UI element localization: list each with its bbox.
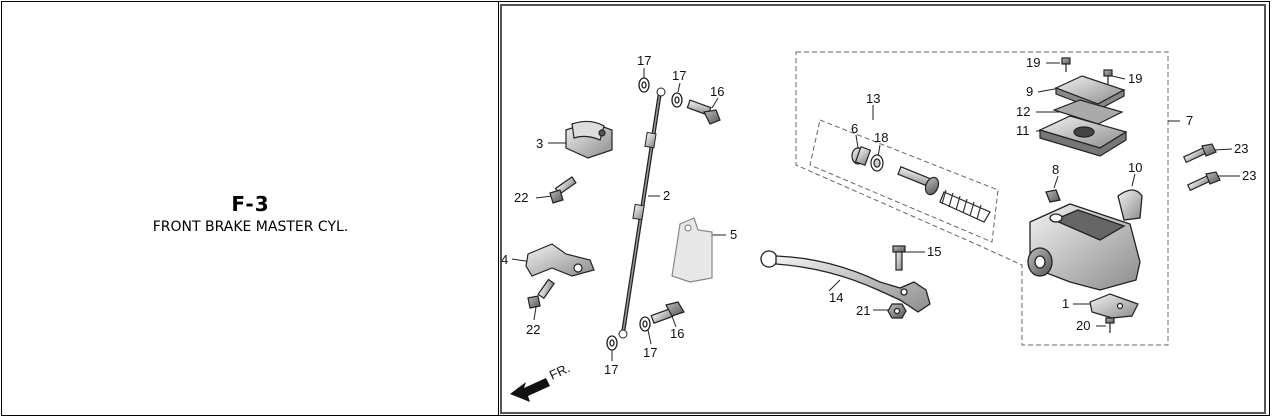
master-cylinder-body [1027, 189, 1143, 291]
callout-22-lower: 22 [526, 322, 540, 337]
callout-23-upper: 23 [1234, 141, 1248, 156]
callout-6: 6 [851, 121, 858, 136]
nut-21 [887, 303, 907, 319]
callout-10: 10 [1128, 160, 1142, 175]
callout-23-lower: 23 [1242, 168, 1256, 183]
bolt-22-lower [527, 278, 556, 309]
pivot-bolt-15 [892, 245, 906, 271]
callout-5: 5 [730, 227, 737, 242]
reservoir-cap [1038, 57, 1128, 157]
brake-lever-14 [760, 250, 931, 313]
diagram-frame [500, 4, 1266, 414]
callout-7: 7 [1186, 113, 1193, 128]
caption-panel: F-3 FRONT BRAKE MASTER CYL. [2, 2, 499, 415]
callout-17-top: 17 [637, 53, 651, 68]
callout-13: 13 [866, 91, 880, 106]
figure-title: FRONT BRAKE MASTER CYL. [152, 219, 349, 235]
callout-17-lower: 17 [643, 345, 657, 360]
callout-4: 4 [501, 252, 508, 267]
piston-set [851, 146, 991, 223]
callouts: 3 22 4 22 17 17 16 2 5 16 17 17 14 21 15… [501, 53, 1256, 377]
front-direction-arrow: FR. [510, 360, 572, 402]
callout-3: 3 [536, 136, 543, 151]
callout-1: 1 [1062, 296, 1069, 311]
assembly-7-outline [795, 51, 1169, 346]
brake-hose [618, 87, 666, 339]
washer-17 [606, 77, 683, 351]
figure-code: F-3 [231, 192, 270, 216]
callout-16-lower: 16 [670, 326, 684, 341]
callout-2: 2 [663, 188, 670, 203]
callout-17-bottom: 17 [604, 362, 618, 377]
callout-19-left: 19 [1026, 55, 1040, 70]
brake-switch-1 [1089, 293, 1139, 333]
callout-22-upper: 22 [514, 190, 528, 205]
callout-18: 18 [874, 130, 888, 145]
callout-17-upper: 17 [672, 68, 686, 83]
callout-21: 21 [856, 303, 870, 318]
panel-divider [498, 2, 499, 416]
bolt-22 [549, 176, 577, 204]
callout-14: 14 [829, 290, 843, 305]
leader-lines [511, 62, 1240, 361]
callout-8: 8 [1052, 162, 1059, 177]
bolt-23 [1182, 143, 1221, 192]
callout-9: 9 [1026, 84, 1033, 99]
callout-11: 11 [1016, 123, 1030, 138]
direction-label: FR. [547, 360, 572, 382]
assembly-13-outline [809, 119, 999, 243]
callout-16-upper: 16 [710, 84, 724, 99]
hose-holder-4 [525, 243, 595, 277]
callout-20: 20 [1076, 318, 1090, 333]
callout-19-right: 19 [1128, 71, 1142, 86]
callout-12: 12 [1016, 104, 1030, 119]
hose-clamp-3 [565, 120, 613, 159]
callout-15: 15 [927, 244, 941, 259]
stay-5 [671, 217, 713, 283]
oil-bolt-16 [650, 99, 721, 324]
